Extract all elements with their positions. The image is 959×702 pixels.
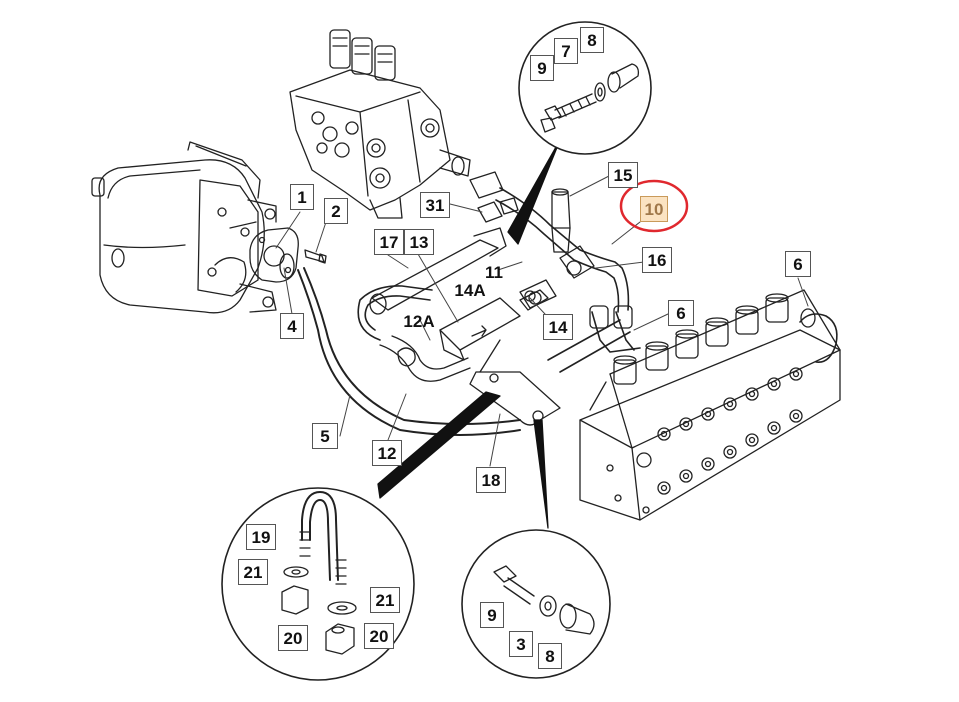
callout-8-bottom[interactable]: 8	[538, 643, 562, 669]
callout-8-top[interactable]: 8	[580, 27, 604, 53]
callout-6-right[interactable]: 6	[785, 251, 811, 277]
callout-9-bottom[interactable]: 9	[480, 602, 504, 628]
hose-17	[369, 227, 507, 315]
callout-5[interactable]: 5	[312, 423, 338, 449]
callout-13[interactable]: 13	[404, 229, 434, 255]
valve-block	[579, 289, 841, 521]
callout-10[interactable]: 10	[640, 196, 668, 222]
fitting-14	[519, 279, 557, 309]
callout-7[interactable]: 7	[554, 38, 578, 64]
control-valve	[289, 29, 471, 219]
callout-18[interactable]: 18	[476, 467, 506, 493]
callout-14a[interactable]: 14A	[454, 280, 486, 300]
callout-2[interactable]: 2	[324, 198, 348, 224]
callout-1[interactable]: 1	[290, 184, 314, 210]
callout-21-right[interactable]: 21	[370, 587, 400, 613]
pipe-16	[469, 171, 630, 313]
fitting-31	[477, 197, 519, 223]
callout-16[interactable]: 16	[642, 247, 672, 273]
callout-4[interactable]: 4	[280, 313, 304, 339]
callout-9-top[interactable]: 9	[530, 55, 554, 81]
callout-20-left[interactable]: 20	[278, 625, 308, 651]
callout-21-left[interactable]: 21	[238, 559, 268, 585]
callout-15[interactable]: 15	[608, 162, 638, 188]
hose-12	[357, 285, 471, 382]
detail-bottom	[461, 419, 611, 679]
callout-14[interactable]: 14	[543, 314, 573, 340]
callout-31[interactable]: 31	[420, 192, 450, 218]
pipes-6	[547, 305, 641, 373]
fitting-15	[551, 188, 571, 253]
bracket-18	[469, 339, 561, 426]
callout-6-center[interactable]: 6	[668, 300, 694, 326]
callout-11[interactable]: 11	[485, 262, 503, 282]
callout-12a[interactable]: 12A	[403, 311, 435, 331]
callout-20-right[interactable]: 20	[364, 623, 394, 649]
hydraulic-pump	[91, 141, 277, 314]
callout-19[interactable]: 19	[246, 524, 276, 550]
highlight-ring	[619, 179, 689, 233]
callout-3[interactable]: 3	[509, 631, 533, 657]
callout-17[interactable]: 17	[374, 229, 404, 255]
flange-and-bolt	[249, 227, 327, 283]
callout-12[interactable]: 12	[372, 440, 402, 466]
